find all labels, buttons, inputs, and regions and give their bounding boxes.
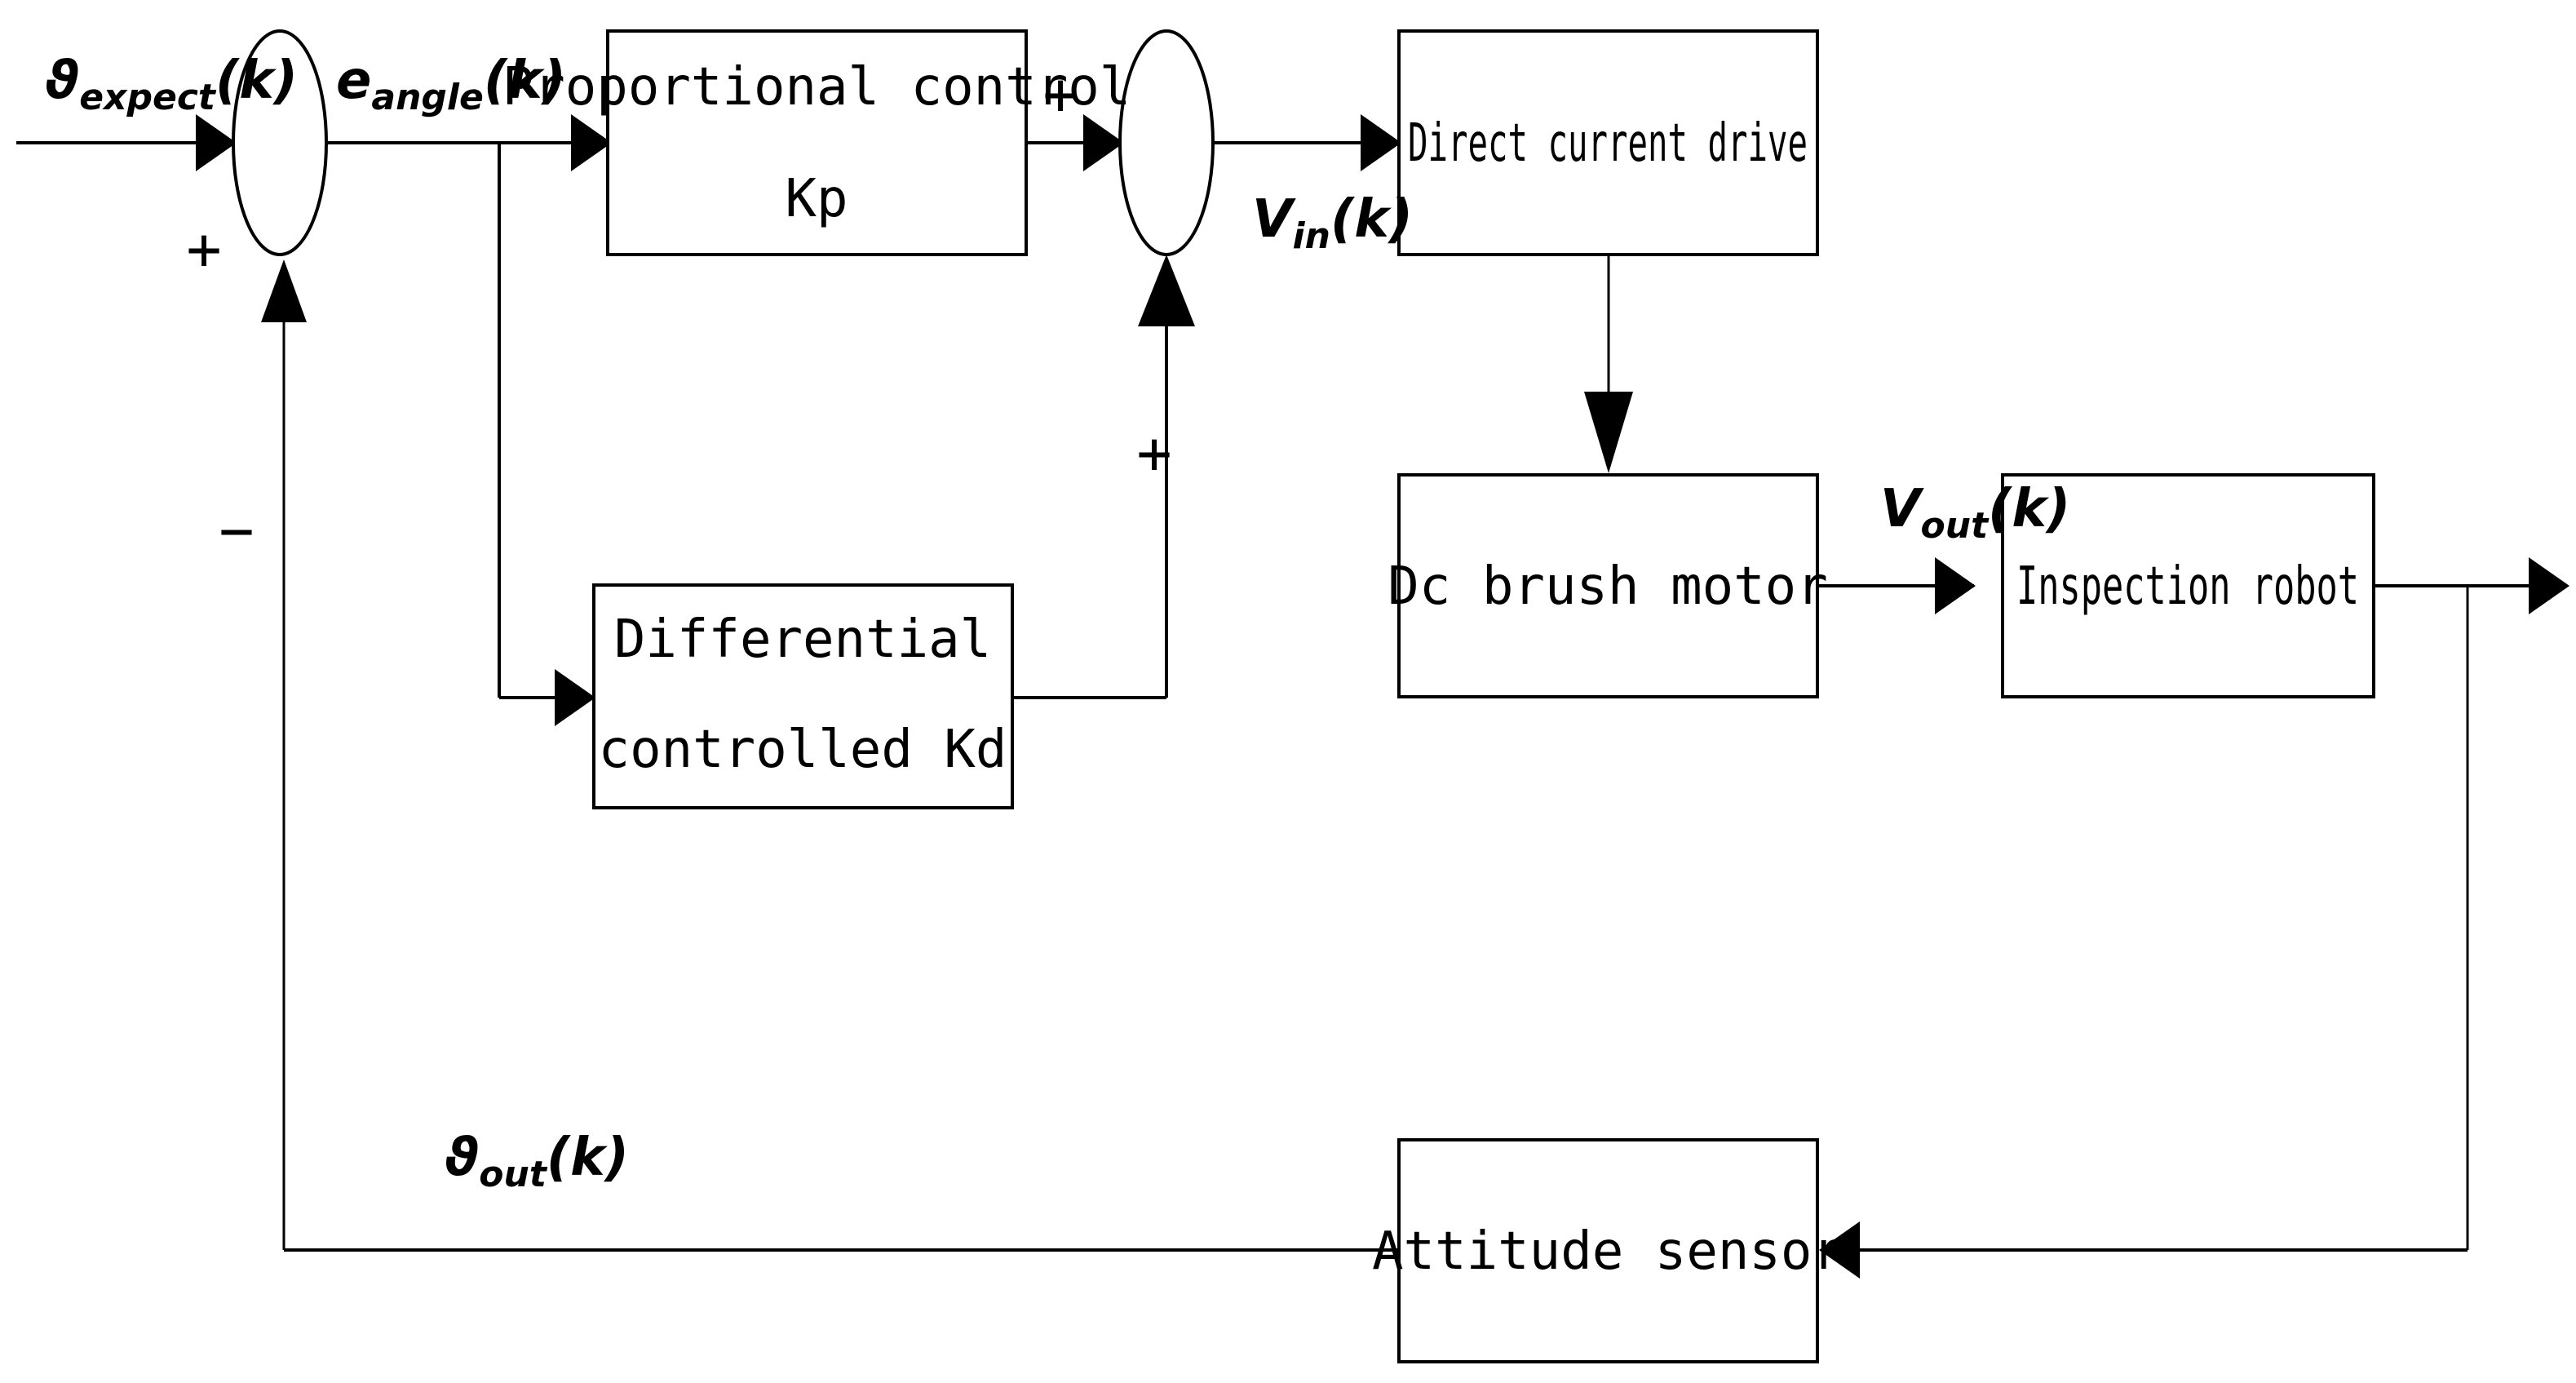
block-proportional: Proportional control Kp <box>502 29 1131 256</box>
block-sensor: Attitude sensor <box>1372 1138 1843 1363</box>
arrow-into-sensor <box>1819 1221 1860 1279</box>
arrow-into-drive <box>1361 114 1401 171</box>
arrow-into-kp <box>571 114 612 171</box>
sign-sum2-plus-bottom: + <box>1136 419 1171 487</box>
block-dc-drive-label: Direct current drive <box>1408 113 1808 174</box>
block-motor-label: Dc brush motor <box>1388 556 1827 617</box>
arrow-into-sum2-bottom <box>1138 255 1195 326</box>
arrow-into-kd <box>555 669 595 726</box>
block-proportional-line1: Proportional control <box>502 57 1131 117</box>
signal-v-in: Vin(k) <box>1252 189 1413 257</box>
summing-junction-1 <box>232 29 328 256</box>
sign-sum2-plus-top: + <box>1042 60 1078 128</box>
signal-v-out: Vout(k) <box>1880 479 2070 547</box>
arrow-into-sum1-bottom <box>261 259 307 322</box>
sign-sum1-minus: − <box>219 496 254 565</box>
arrow-into-sum1 <box>196 114 237 171</box>
block-motor: Dc brush motor <box>1388 473 1828 698</box>
block-differential-line1: Differential <box>614 609 991 670</box>
signal-theta-out: ϑout(k) <box>445 1128 629 1195</box>
block-proportional-line2: Kp <box>785 169 848 229</box>
sign-sum1-plus: + <box>186 215 221 283</box>
signal-theta-expect: ϑexpect(k) <box>45 51 298 118</box>
arrow-output <box>2529 557 2569 614</box>
block-robot-label: Inspection robot <box>2016 556 2359 617</box>
arrowheads <box>196 114 2569 1279</box>
block-dc-drive: Direct current drive <box>1397 29 1819 256</box>
block-sensor-label: Attitude sensor <box>1372 1221 1843 1282</box>
block-differential: Differential controlled Kd <box>592 583 1014 809</box>
summing-junction-2 <box>1118 29 1215 256</box>
block-differential-line2: controlled Kd <box>599 720 1007 780</box>
block-robot: Inspection robot <box>2001 473 2375 698</box>
arrow-into-sum2-left <box>1083 114 1124 171</box>
arrow-into-motor <box>1584 392 1633 473</box>
signal-wires <box>16 141 2533 1252</box>
arrow-into-robot <box>1935 557 1976 614</box>
signal-e-angle: eangle(k) <box>336 51 566 118</box>
